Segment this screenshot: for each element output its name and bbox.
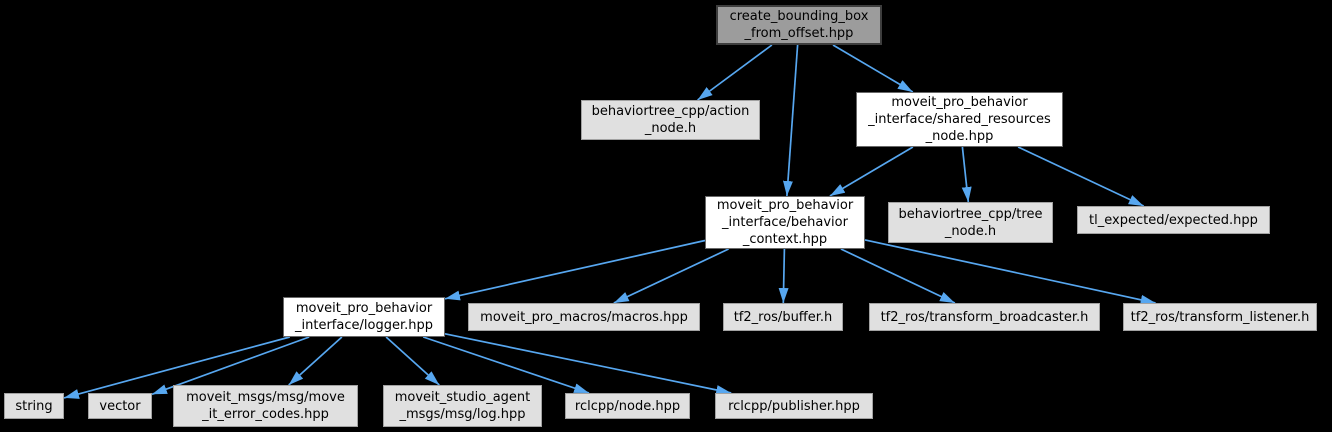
node-label: behaviortree_cpp/tree _node.h xyxy=(898,206,1043,239)
graph-node-behavior_context[interactable]: moveit_pro_behavior _interface/behavior … xyxy=(705,196,865,249)
graph-edge-shared_resources_node-behavior_context xyxy=(829,146,914,197)
node-label: string xyxy=(15,398,53,414)
node-label: behaviortree_cpp/action _node.h xyxy=(591,104,750,136)
graph-edge-behavior_context-buffer xyxy=(778,248,789,304)
graph-node-transform_listener: tf2_ros/transform_listener.h xyxy=(1123,303,1317,331)
node-label: moveit_pro_behavior _interface/logger.hp… xyxy=(295,301,433,333)
graph-node-tree_node: behaviortree_cpp/tree _node.h xyxy=(888,202,1053,243)
node-label: tf2_ros/buffer.h xyxy=(733,309,833,325)
graph-node-macros: moveit_pro_macros/macros.hpp xyxy=(468,303,700,331)
graph-node-transform_broadcaster: tf2_ros/transform_broadcaster.h xyxy=(869,303,1100,331)
graph-node-move_it_error_codes: moveit_msgs/msg/move _it_error_codes.hpp xyxy=(173,385,358,427)
graph-node-shared_resources_node[interactable]: moveit_pro_behavior _interface/shared_re… xyxy=(856,92,1063,147)
graph-edge-root-shared_resources_node xyxy=(832,44,914,93)
graph-edge-shared_resources_node-tl_expected xyxy=(1017,146,1145,207)
graph-node-logger[interactable]: moveit_pro_behavior _interface/logger.hp… xyxy=(283,297,445,337)
node-label: rclcpp/publisher.hpp xyxy=(728,398,860,414)
graph-node-root: create_bounding_box _from_offset.hpp xyxy=(716,5,882,45)
graph-node-vector: vector xyxy=(88,393,152,419)
graph-edge-root-action_node xyxy=(697,44,773,101)
graph-node-rclcpp_publisher: rclcpp/publisher.hpp xyxy=(715,393,873,419)
graph-edge-behavior_context-transform_broadcaster xyxy=(840,248,956,304)
node-label: vector xyxy=(99,398,141,414)
node-label: moveit_studio_agent _msgs/msg/log.hpp xyxy=(394,390,531,422)
node-label: tl_expected/expected.hpp xyxy=(1089,212,1258,228)
graph-node-string: string xyxy=(4,393,64,419)
graph-edge-behavior_context-logger xyxy=(444,239,706,301)
node-label: moveit_msgs/msg/move _it_error_codes.hpp xyxy=(186,390,345,422)
graph-edge-logger-log_hpp xyxy=(385,336,440,386)
graph-edge-logger-move_it_error_codes xyxy=(288,336,343,386)
graph-edge-behavior_context-macros xyxy=(613,248,729,304)
node-label: tf2_ros/transform_listener.h xyxy=(1130,309,1310,325)
node-label: create_bounding_box _from_offset.hpp xyxy=(729,9,869,41)
node-label: moveit_pro_behavior _interface/behavior … xyxy=(716,198,854,247)
graph-edge-root-behavior_context xyxy=(782,44,799,197)
node-label: moveit_pro_macros/macros.hpp xyxy=(480,309,688,325)
node-label: moveit_pro_behavior _interface/shared_re… xyxy=(868,95,1051,144)
graph-node-rclcpp_node: rclcpp/node.hpp xyxy=(565,393,690,419)
graph-node-log_hpp: moveit_studio_agent _msgs/msg/log.hpp xyxy=(383,385,542,427)
graph-edge-behavior_context-transform_listener xyxy=(864,239,1156,305)
node-label: tf2_ros/transform_broadcaster.h xyxy=(880,309,1089,325)
graph-node-buffer: tf2_ros/buffer.h xyxy=(723,303,843,331)
graph-node-tl_expected: tl_expected/expected.hpp xyxy=(1077,206,1270,234)
graph-edge-shared_resources_node-tree_node xyxy=(961,146,972,203)
node-label: rclcpp/node.hpp xyxy=(574,398,681,414)
graph-node-action_node: behaviortree_cpp/action _node.h xyxy=(581,100,760,140)
